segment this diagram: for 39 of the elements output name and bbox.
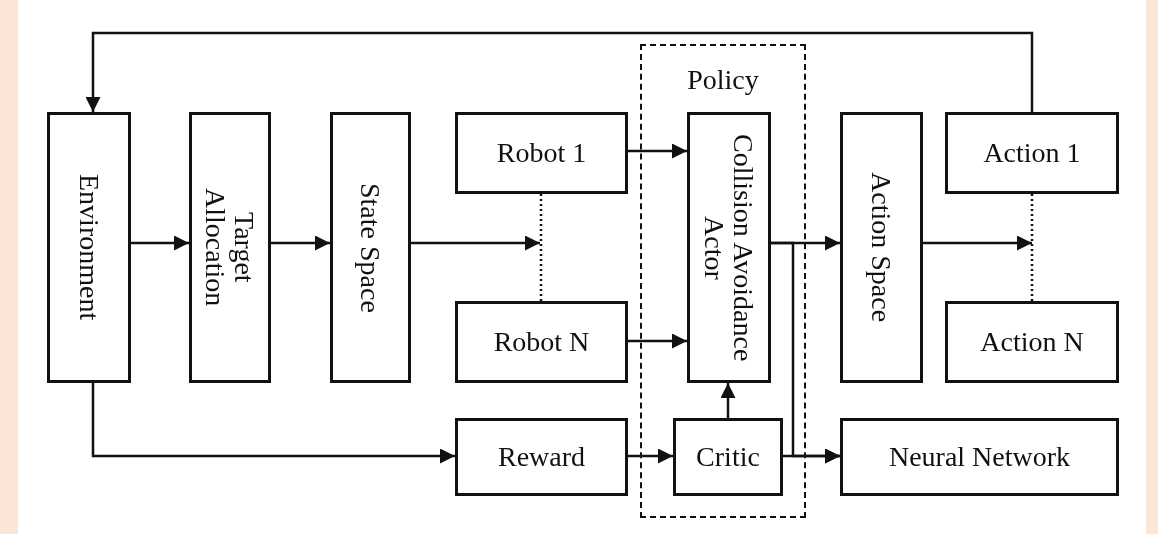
- arrow: [271, 235, 330, 251]
- dotted-connector: [1030, 194, 1034, 301]
- process-box: [673, 418, 783, 496]
- dotted-connector: [539, 194, 543, 301]
- process-box: [687, 112, 771, 383]
- box-label: Action 1: [983, 137, 1081, 169]
- process-box: [189, 112, 271, 383]
- box-label: Action N: [980, 326, 1084, 358]
- process-box: [455, 301, 628, 383]
- box-label: State Space: [355, 182, 386, 313]
- process-box: [455, 112, 628, 194]
- box-label: Environment: [74, 174, 104, 321]
- process-box: [945, 301, 1119, 383]
- arrow: [628, 143, 687, 159]
- arrow: [411, 235, 540, 251]
- box-label: Target Allocation: [200, 187, 260, 309]
- process-box: [47, 112, 131, 383]
- arrow: [628, 448, 673, 464]
- box-label: Critic: [696, 441, 760, 473]
- box-label: Robot 1: [496, 137, 587, 169]
- process-box: [840, 418, 1119, 496]
- process-box: [945, 112, 1119, 194]
- box-label: Policy: [687, 64, 759, 96]
- process-box: [330, 112, 411, 383]
- box-label: Action Space: [866, 172, 897, 323]
- dashed-group-box: [640, 44, 806, 518]
- box-label: Robot N: [493, 326, 590, 358]
- arrow: [923, 235, 1032, 251]
- box-label: Collision Avoidance Actor: [699, 132, 759, 364]
- arrow: [771, 241, 840, 464]
- arrow: [131, 235, 189, 251]
- process-box: [455, 418, 628, 496]
- arrow: [720, 383, 736, 418]
- process-box: [840, 112, 923, 383]
- box-label: Reward: [497, 441, 586, 473]
- arrow: [91, 383, 455, 464]
- arrow: [85, 31, 1034, 112]
- arrow: [628, 333, 687, 349]
- box-label: Neural Network: [888, 441, 1071, 473]
